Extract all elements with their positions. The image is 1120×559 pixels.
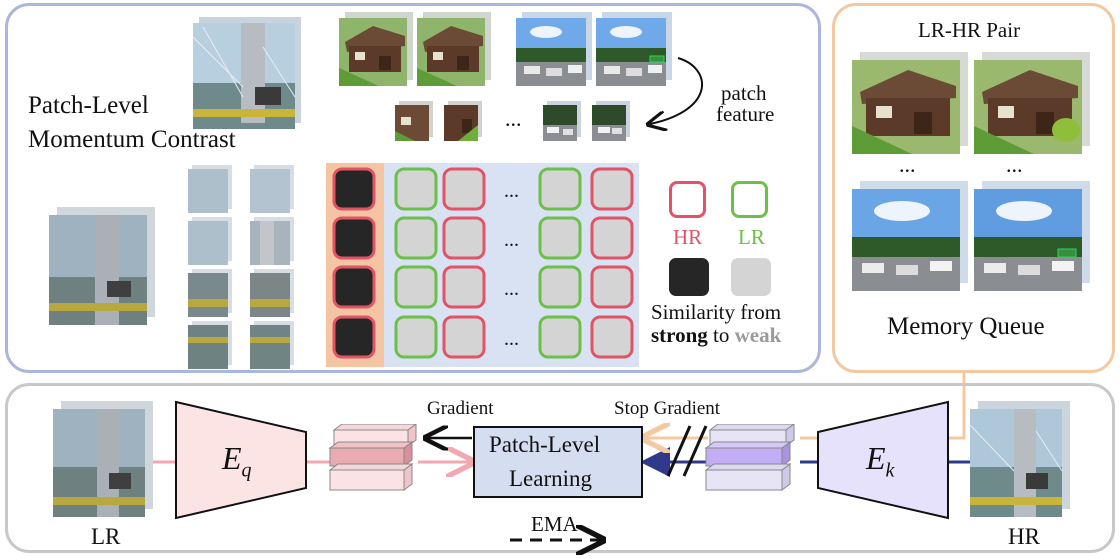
patch-thumb-house-1 bbox=[395, 101, 433, 141]
grid-ellipsis: ... bbox=[504, 328, 519, 350]
memory-ellipsis-left: ... bbox=[899, 152, 916, 177]
patch-feature-label-line2: feature bbox=[716, 102, 775, 126]
grid-cell-hr bbox=[442, 167, 486, 211]
memory-parking-lr bbox=[852, 181, 968, 291]
patch-row-ellipsis: ... bbox=[505, 106, 522, 131]
grid-cell-hr bbox=[590, 167, 634, 211]
hr-parking-image-1 bbox=[516, 12, 592, 86]
learning-label-line1: Patch-Level bbox=[489, 432, 601, 457]
patch-thumb-house-2 bbox=[444, 101, 482, 141]
lr-bridge-image bbox=[49, 207, 155, 325]
input-lr-image bbox=[53, 401, 153, 517]
grid-cell-lr bbox=[394, 216, 438, 260]
grid-cell-hr bbox=[442, 265, 486, 309]
patch-feature-arrow bbox=[630, 57, 703, 140]
learning-label-line2: Learning bbox=[509, 466, 593, 491]
memory-parking-hr bbox=[974, 181, 1090, 291]
patch-level-learning-box bbox=[473, 426, 643, 498]
stop-gradient-label: Stop Gradient bbox=[614, 398, 721, 419]
encoder-q-symbol: E bbox=[222, 440, 242, 476]
grid-cell-positive bbox=[332, 167, 376, 211]
memory-house-lr bbox=[852, 52, 968, 154]
grid-cell-lr bbox=[538, 315, 582, 359]
grid-cell-positive bbox=[332, 315, 376, 359]
encoder-k-label: Ek bbox=[866, 440, 894, 482]
legend-hr-label: HR bbox=[673, 225, 703, 249]
lr-hr-pair-title: LR-HR Pair bbox=[918, 18, 1021, 42]
legend-lr-label: LR bbox=[738, 225, 765, 249]
patch-thumb-parking-1 bbox=[543, 101, 581, 141]
memory-queue-title: Memory Queue bbox=[887, 313, 1045, 340]
legend-hr-box bbox=[669, 181, 706, 218]
legend-strong-word: strong bbox=[651, 323, 708, 347]
panel-title-line2: Momentum Contrast bbox=[28, 126, 236, 153]
grid-ellipsis: ... bbox=[504, 180, 519, 202]
input-hr-label: HR bbox=[1008, 524, 1040, 549]
query-feature-stack bbox=[328, 424, 417, 491]
memory-ellipsis-right: ... bbox=[1006, 152, 1023, 177]
grid-cell-positive bbox=[332, 265, 376, 309]
grid-cell-hr bbox=[590, 216, 634, 260]
hr-bridge-image bbox=[192, 17, 301, 129]
encoder-q-label: Eq bbox=[222, 440, 252, 482]
hr-house-image-1 bbox=[339, 12, 413, 86]
encoder-k bbox=[817, 400, 949, 520]
grid-cell-lr bbox=[538, 265, 582, 309]
legend-strong-swatch bbox=[669, 258, 709, 296]
hr-house-image-2 bbox=[417, 12, 491, 86]
legend-similarity-text: Similarity from bbox=[651, 300, 782, 324]
training-pipeline-panel bbox=[5, 383, 1115, 553]
gradient-label: Gradient bbox=[427, 398, 494, 419]
input-lr-label: LR bbox=[91, 524, 121, 549]
encoder-k-symbol: E bbox=[866, 440, 886, 476]
grid-cell-hr bbox=[442, 315, 486, 359]
lr-patch-columns bbox=[188, 165, 294, 369]
legend-weak-word: weak bbox=[734, 323, 782, 347]
grid-cell-lr bbox=[394, 265, 438, 309]
grid-cell-lr bbox=[538, 216, 582, 260]
ema-label: EMA bbox=[531, 512, 578, 536]
hr-parking-image-2 bbox=[596, 12, 672, 86]
grid-cell-hr bbox=[590, 315, 634, 359]
legend-to-word: to bbox=[713, 323, 730, 347]
grid-cell-lr bbox=[394, 167, 438, 211]
key-feature-stack bbox=[704, 424, 795, 491]
legend-weak-swatch bbox=[731, 258, 771, 296]
grid-ellipsis: ... bbox=[504, 229, 519, 251]
legend-lr-box bbox=[731, 181, 768, 218]
input-hr-image bbox=[969, 401, 1070, 517]
memory-to-bottom-connector bbox=[962, 372, 966, 400]
encoder-q-subscript: q bbox=[241, 459, 252, 482]
legend-strong-to-weak: strong to weak bbox=[651, 323, 781, 348]
patch-feature-label-line1: patch bbox=[721, 81, 767, 105]
grid-ellipsis: ... bbox=[504, 278, 519, 300]
similarity-grid: ............ bbox=[332, 167, 634, 359]
patch-thumb-parking-2 bbox=[592, 101, 630, 141]
grid-cell-positive bbox=[332, 216, 376, 260]
memory-house-hr bbox=[974, 52, 1090, 154]
grid-cell-lr bbox=[538, 167, 582, 211]
encoder-k-subscript: k bbox=[885, 459, 895, 482]
grid-cell-hr bbox=[442, 216, 486, 260]
encoder-q bbox=[175, 400, 307, 520]
panel-title-line1: Patch-Level bbox=[28, 92, 149, 119]
grid-cell-lr bbox=[394, 315, 438, 359]
grid-cell-hr bbox=[590, 265, 634, 309]
